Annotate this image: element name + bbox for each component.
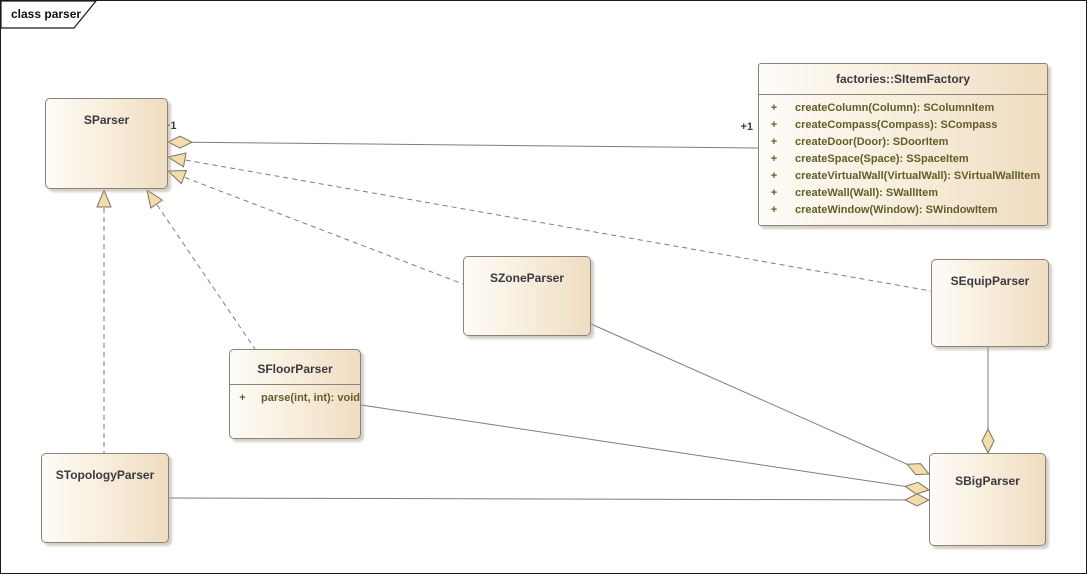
class-box-sparser[interactable]: SParser xyxy=(45,98,168,189)
visibility-symbol: + xyxy=(770,204,778,216)
class-box-szoneparser[interactable]: SZoneParser xyxy=(463,256,591,336)
method-signature: createCompass(Compass): SCompass xyxy=(795,119,998,131)
visibility-symbol: + xyxy=(770,102,778,114)
class-box-sitemfactory[interactable]: factories::SItemFactory + createColumn(C… xyxy=(758,63,1048,226)
class-box-sfloorparser[interactable]: SFloorParser + parse(int, int): void xyxy=(229,349,361,439)
class-box-stopologyparser[interactable]: STopologyParser xyxy=(41,453,169,543)
class-name: SZoneParser xyxy=(489,271,565,285)
realization-connector-sfloor-sparser[interactable] xyxy=(147,190,256,350)
method-row[interactable]: + createWindow(Window): SWindowItem xyxy=(759,202,1047,219)
visibility-symbol: + xyxy=(770,136,778,148)
visibility-symbol: + xyxy=(770,153,778,165)
method-row[interactable]: + createColumn(Column): SColumnItem xyxy=(759,100,1047,117)
aggregation-connector-stopology-sbig[interactable] xyxy=(168,498,929,500)
class-name: SEquipParser xyxy=(950,274,1030,288)
class-name: STopologyParser xyxy=(55,468,155,482)
method-signature: createWall(Wall): SWallItem xyxy=(795,187,939,199)
class-name: SBigParser xyxy=(955,474,1020,488)
method-row[interactable]: + createDoor(Door): SDoorItem xyxy=(759,134,1047,151)
class-name: SParser xyxy=(83,113,130,127)
realization-connector-szone-sparser[interactable] xyxy=(168,171,464,285)
method-row[interactable]: + createWall(Wall): SWallItem xyxy=(759,185,1047,202)
frame-title: class parser xyxy=(11,7,82,21)
realization-connector-sequip-sparser[interactable] xyxy=(168,157,932,292)
visibility-symbol: + xyxy=(239,392,246,404)
frame-tab xyxy=(1,1,97,29)
method-row[interactable]: + createSpace(Space): SSpaceItem xyxy=(759,151,1047,168)
method-signature: createVirtualWall(VirtualWall): SVirtual… xyxy=(795,170,1041,182)
multiplicity-label-target: +1 xyxy=(740,121,753,133)
class-name: factories::SItemFactory xyxy=(759,64,1047,95)
method-row[interactable]: + createVirtualWall(VirtualWall): SVirtu… xyxy=(759,168,1047,185)
method-compartment: + createColumn(Column): SColumnItem + cr… xyxy=(759,95,1047,219)
class-name: SFloorParser xyxy=(230,350,360,385)
class-box-sequipparser[interactable]: SEquipParser xyxy=(931,259,1049,347)
method-signature: createSpace(Space): SSpaceItem xyxy=(795,153,969,165)
visibility-symbol: + xyxy=(770,119,778,131)
method-row[interactable]: + parse(int, int): void xyxy=(230,390,360,407)
method-compartment: + parse(int, int): void xyxy=(230,385,360,407)
visibility-symbol: + xyxy=(770,187,778,199)
method-row[interactable]: + createCompass(Compass): SCompass xyxy=(759,117,1047,134)
aggregation-connector-sfloor-sbig[interactable] xyxy=(360,404,929,490)
method-signature: parse(int, int): void xyxy=(261,392,360,404)
class-box-sbigparser[interactable]: SBigParser xyxy=(929,453,1046,546)
aggregation-connector-sparser-factory[interactable] xyxy=(168,142,759,148)
visibility-symbol: + xyxy=(770,170,778,182)
method-signature: createWindow(Window): SWindowItem xyxy=(795,204,998,216)
method-signature: createColumn(Column): SColumnItem xyxy=(795,102,995,114)
aggregation-connector-szone-sbig[interactable] xyxy=(590,323,929,474)
method-signature: createDoor(Door): SDoorItem xyxy=(795,136,949,148)
